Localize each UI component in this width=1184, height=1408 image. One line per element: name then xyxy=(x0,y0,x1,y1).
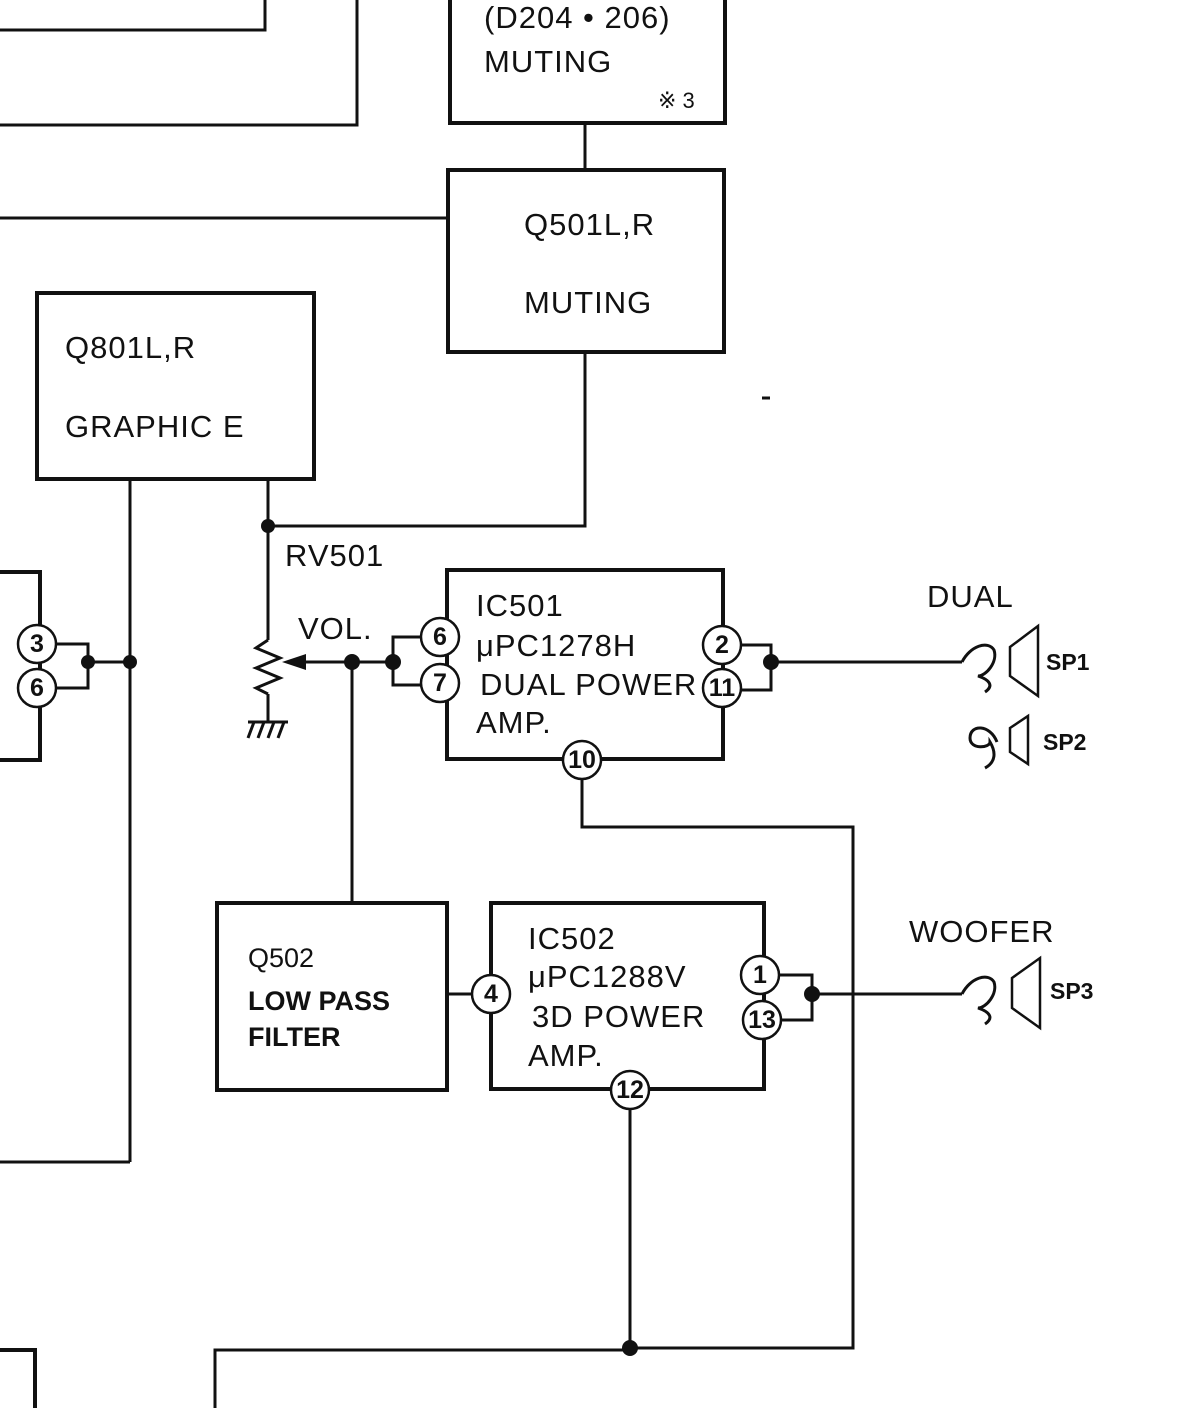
q501-muting-block: Q501L,R MUTING xyxy=(446,168,726,354)
sp2-label: SP2 xyxy=(1043,729,1086,755)
dual-speakers: DUAL SP1 SP2 xyxy=(927,579,1090,770)
speaker-sp3-icon xyxy=(960,955,1042,1031)
ic502-line1: IC502 xyxy=(528,921,616,956)
sp3-label: SP3 xyxy=(1050,978,1093,1004)
q801-line1: Q801L,R xyxy=(65,330,196,365)
q501-line1: Q501L,R xyxy=(524,207,655,242)
ic501-line1: IC501 xyxy=(476,588,564,623)
pin-ic501-7: 7 xyxy=(433,669,447,697)
ic501-dual-power-amp: IC501 μPC1278H DUAL POWER AMP. 6 7 2 11 … xyxy=(419,568,743,781)
rv501-volume-pot: RV501 VOL. xyxy=(246,479,384,739)
speaker-sp2-icon xyxy=(968,713,1030,770)
ic502-line2: μPC1288V xyxy=(528,959,687,994)
left-edge-lines xyxy=(0,0,630,1408)
q502-line1: Q502 xyxy=(248,943,314,973)
q502-low-pass-filter-block: Q502 LOW PASS FILTER xyxy=(215,901,449,1092)
ic501-line4: AMP. xyxy=(476,705,552,740)
dual-label: DUAL xyxy=(927,579,1014,614)
ic502-line4: AMP. xyxy=(528,1038,604,1073)
muting-top-note: ※ 3 xyxy=(658,88,695,113)
ic501-line2: μPC1278H xyxy=(476,628,636,663)
muting-top-line2: MUTING xyxy=(484,44,612,79)
ic501-line3: DUAL POWER xyxy=(480,667,697,702)
woofer-label: WOOFER xyxy=(909,914,1055,949)
ic502-3d-power-amp: IC502 μPC1288V 3D POWER AMP. 4 1 13 12 xyxy=(470,901,783,1111)
muting-block-d204: (D204 • 206) MUTING ※ 3 xyxy=(448,0,727,125)
pin-ic501-10: 10 xyxy=(568,746,596,774)
speaker-sp1-icon xyxy=(960,623,1040,699)
pin-left-3: 3 xyxy=(30,630,44,658)
pin-ic502-12: 12 xyxy=(616,1076,644,1104)
pin-ic502-4: 4 xyxy=(484,980,498,1008)
pin-left-6: 6 xyxy=(30,674,44,702)
ic502-line3: 3D POWER xyxy=(532,999,705,1034)
q801-graphic-eq-block: Q801L,R GRAPHIC E xyxy=(35,291,316,481)
left-pins: 3 6 xyxy=(16,623,137,709)
q502-line2: LOW PASS xyxy=(248,986,390,1016)
sp1-label: SP1 xyxy=(1046,649,1090,675)
pin-ic502-1: 1 xyxy=(753,961,767,989)
pin-ic502-13: 13 xyxy=(748,1006,776,1034)
q801-line2: GRAPHIC E xyxy=(65,409,245,444)
woofer-speaker: WOOFER SP3 xyxy=(909,914,1093,1031)
pin-ic501-2: 2 xyxy=(715,631,729,659)
q501-line2: MUTING xyxy=(524,285,652,320)
q502-line3: FILTER xyxy=(248,1022,340,1052)
muting-top-line1: (D204 • 206) xyxy=(484,0,671,35)
pin-ic501-6: 6 xyxy=(433,623,447,651)
vol-label: VOL. xyxy=(298,611,373,646)
pin-ic501-11: 11 xyxy=(709,674,736,702)
rv501-label: RV501 xyxy=(285,538,384,573)
